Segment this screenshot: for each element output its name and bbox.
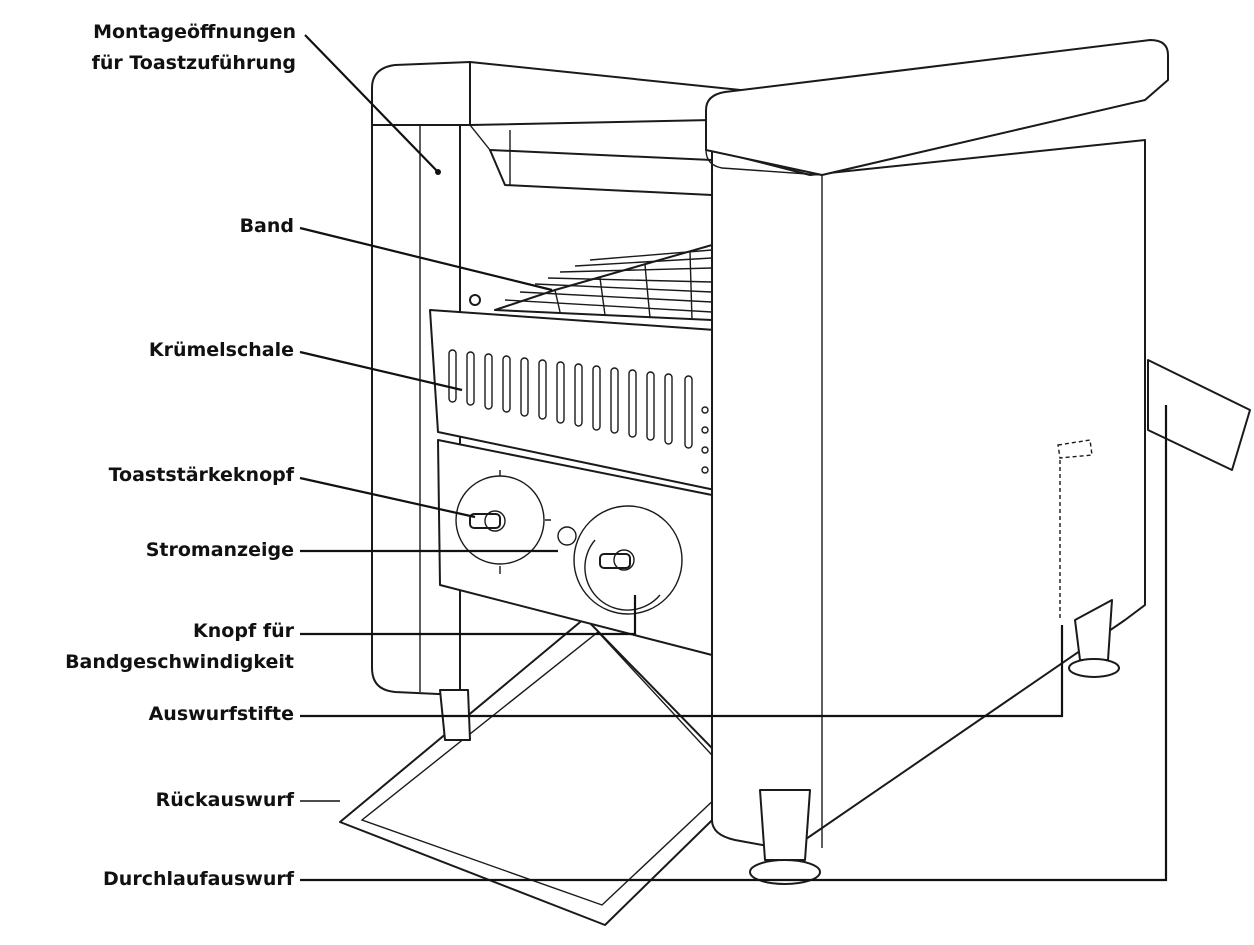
label-band: Band	[240, 215, 294, 237]
rear-ejection-tray	[339, 617, 749, 926]
label-stromanzeige: Stromanzeige	[146, 539, 294, 561]
label-durchlaufauswurf: Durchlaufauswurf	[103, 868, 295, 890]
label-knopf-line1: Knopf für	[193, 620, 295, 642]
feet	[749, 599, 1120, 885]
left-side-panel	[371, 80, 471, 741]
label-toaststaerkeknopf: Toaststärkeknopf	[109, 464, 295, 486]
main-housing	[705, 39, 1251, 851]
top-hood	[371, 61, 761, 196]
labels: Montageöffnungen für Toastzuführung Band…	[65, 21, 296, 890]
leader-lines	[299, 34, 1168, 882]
crumb-tray	[429, 309, 716, 491]
label-kruemelschale: Krümelschale	[149, 339, 294, 361]
label-montage-line2: für Toastzuführung	[92, 52, 296, 74]
conveyor-band	[469, 244, 713, 321]
label-auswurfstifte: Auswurfstifte	[149, 703, 294, 725]
label-rueckauswurf: Rückauswurf	[156, 789, 295, 811]
ejection-pin-icon	[1057, 439, 1093, 620]
label-knopf-line2: Bandgeschwindigkeit	[65, 651, 294, 673]
label-montage-line1: Montageöffnungen	[93, 21, 296, 43]
